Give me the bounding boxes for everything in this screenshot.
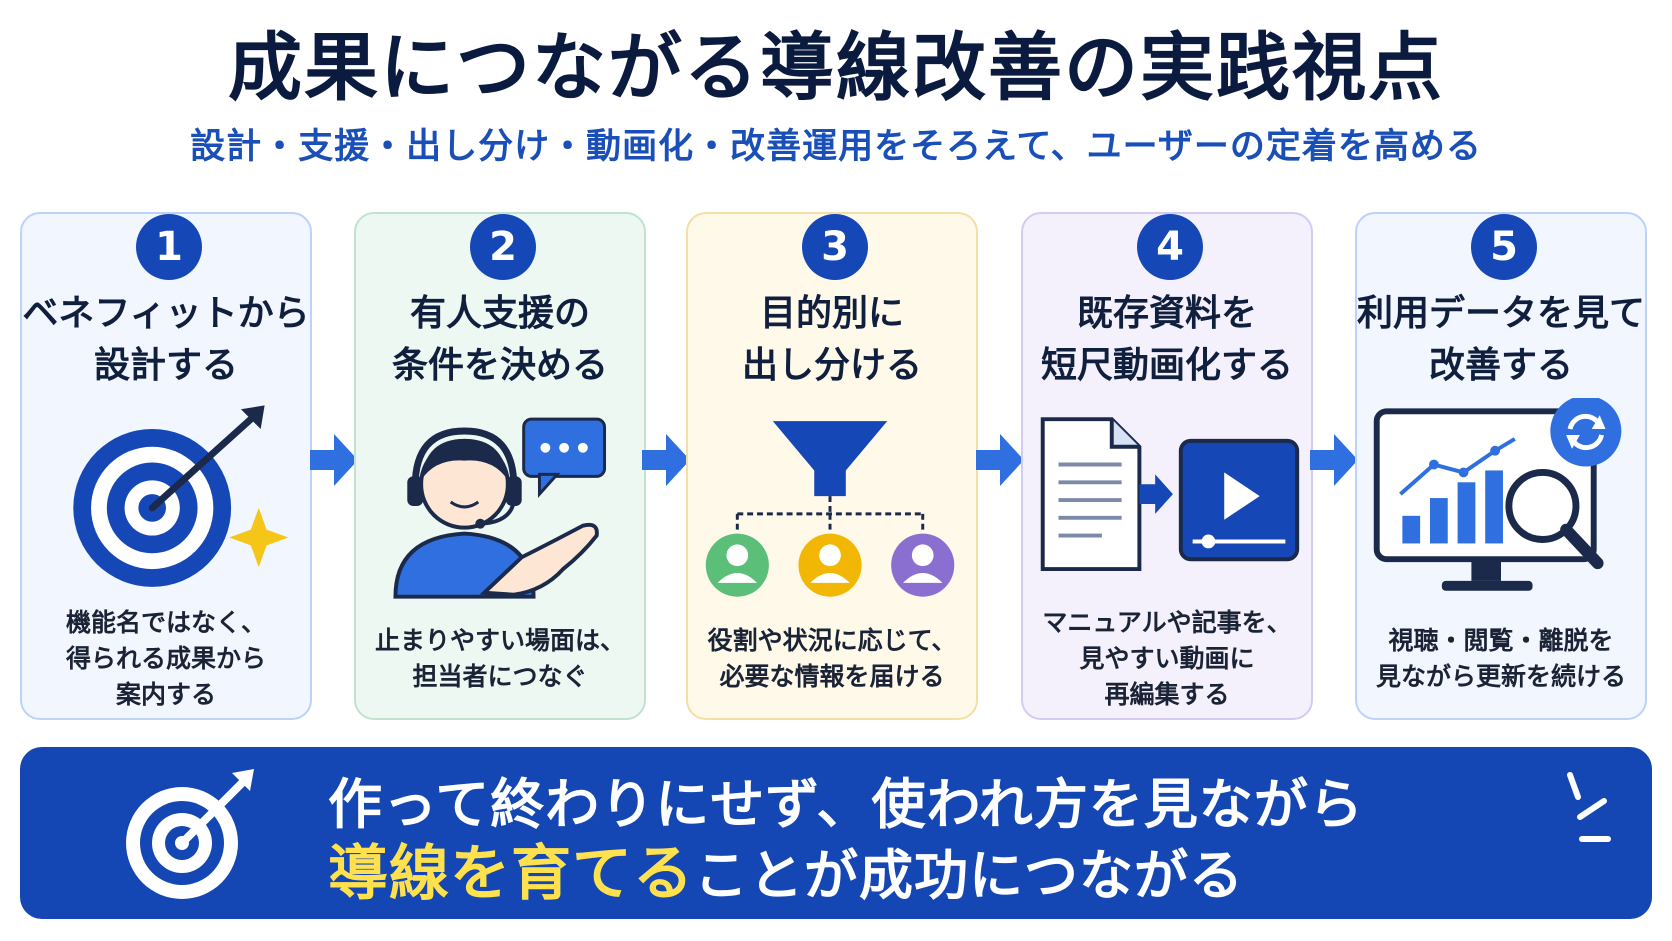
banner-line-2-rest: ことが成功につながる <box>694 844 1244 907</box>
step-number-badge: 1 <box>136 214 202 280</box>
user-icon-yellow <box>798 533 862 597</box>
analytics-monitor-icon <box>1373 398 1622 591</box>
step-heading: 目的別に 出し分ける <box>741 293 922 386</box>
step-card-4: 4 既存資料を 短尺動画化する マニュアルや記事を、 見やすい動画に 再編集する <box>1021 212 1313 720</box>
target-icon <box>73 405 289 587</box>
arrow-right-icon <box>1310 434 1358 486</box>
step-card-2: 2 有人支援の 条件を決める 止まりやすい場面は、 担当者につなぐ <box>354 212 646 720</box>
step-card-3: 3 目的別に 出し分ける 役割や状況に応じて、 必要な情報を届ける <box>686 212 978 720</box>
summary-banner: 作って終わりにせず、使われ方を見ながら 導線を育てることが成功につながる <box>20 747 1652 919</box>
step-heading: 利用データを見て 改善する <box>1357 293 1646 386</box>
funnel-icon <box>705 421 955 597</box>
step-number-badge: 5 <box>1471 214 1537 280</box>
step-heading: 既存資料を 短尺動画化する <box>1040 293 1293 386</box>
step-number-badge: 4 <box>1137 214 1203 280</box>
sparkle-lines-icon <box>1567 772 1611 842</box>
banner-highlight: 導線を育てる <box>328 839 694 909</box>
step-description: 止まりやすい場面は、 担当者につなぐ <box>374 626 625 691</box>
step-heading: ベネフィットから 設計する <box>22 293 310 386</box>
step-description: 機能名ではなく、 得られる成果から 案内する <box>65 608 266 709</box>
step-description: 視聴・閲覧・離脱を 見ながら更新を続ける <box>1375 626 1626 691</box>
page-subtitle: 設計・支援・出し分け・動画化・改善運用をそろえて、ユーザーの定着を高める <box>190 127 1482 167</box>
banner-line-1: 作って終わりにせず、使われ方を見ながら <box>328 773 1364 836</box>
target-icon <box>126 769 254 899</box>
step-description: 役割や状況に応じて、 必要な情報を届ける <box>707 626 957 691</box>
step-card-1: 1 ベネフィットから 設計する 機能名ではなく、 得られる成果から 案内する <box>20 212 312 720</box>
step-description: マニュアルや記事を、 見やすい動画に 再編集する <box>1042 608 1292 709</box>
page-title: 成果につながる導線改善の実践視点 <box>228 25 1444 111</box>
arrow-right-icon <box>976 434 1024 486</box>
user-icon-purple <box>891 533 955 597</box>
document-to-video-icon <box>1040 417 1300 572</box>
arrow-right-icon <box>642 434 690 486</box>
step-number-badge: 2 <box>470 214 536 280</box>
headset-support-icon <box>393 417 607 599</box>
step-heading: 有人支援の 条件を決める <box>391 293 608 386</box>
step-card-5: 5 利用データを見て 改善する 視聴・閲覧・離脱を 見ながら更新を続ける <box>1355 212 1647 720</box>
banner-line-2: 導線を育てることが成功につながる <box>328 841 1244 909</box>
user-icon-green <box>705 533 769 597</box>
step-number-badge: 3 <box>802 214 868 280</box>
arrow-right-icon <box>310 434 358 486</box>
